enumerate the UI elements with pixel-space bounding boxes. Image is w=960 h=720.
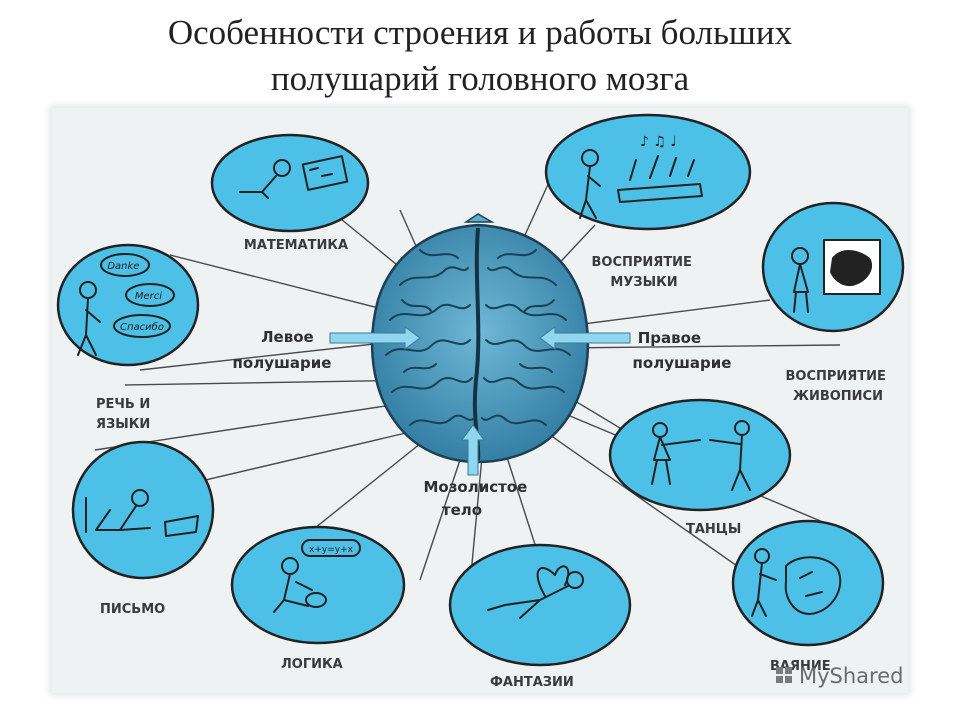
painting-viewer-icon bbox=[791, 247, 809, 313]
logic-label: ЛОГИКА bbox=[281, 657, 343, 672]
painting-frame-icon bbox=[823, 239, 881, 295]
music-notes: ♪ ♫ ♩ bbox=[640, 134, 677, 150]
fantasy-label: ФАНТАЗИИ bbox=[490, 675, 574, 690]
writing-person-icon bbox=[85, 489, 199, 537]
fairy-icon bbox=[487, 565, 584, 619]
watermark: MyShared bbox=[776, 664, 903, 688]
speech-bubble-2 bbox=[125, 283, 175, 307]
math-person-icon bbox=[239, 155, 349, 199]
math-label: МАТЕМАТИКА bbox=[244, 238, 348, 253]
hemisphere-arrows bbox=[329, 326, 631, 476]
svg-text:♪ ♫ ♩: ♪ ♫ ♩ bbox=[640, 134, 677, 150]
writing-circle: ПИСЬМО bbox=[71, 440, 215, 617]
speech-circle: Danke Merci Спасибо РЕЧЬ И ЯЗЫКИ bbox=[56, 243, 200, 432]
music-circle: ♪ ♫ ♩ ВОСПРИЯТИЕ МУЗЫКИ bbox=[544, 113, 752, 290]
painting-circle: ВОСПРИЯТИЕ ЖИВОПИСИ bbox=[761, 201, 905, 404]
slide-title-line1: Особенности строения и работы больших bbox=[167, 13, 793, 52]
dance-label: ТАНЦЫ bbox=[686, 522, 741, 537]
speech-bubble-3 bbox=[113, 314, 171, 338]
watermark-text: MyShared bbox=[799, 664, 903, 688]
speaker-person-icon bbox=[77, 281, 101, 356]
myshared-logo-icon bbox=[776, 667, 792, 683]
sculpture-circle: ВАЯНИЕ bbox=[731, 519, 885, 674]
corpus-callosum-label: Мозолистое тело bbox=[423, 478, 532, 519]
dance-circle: ТАНЦЫ bbox=[608, 398, 792, 537]
left-hemisphere-label: Левое полушарие bbox=[233, 328, 332, 372]
dancers-icon bbox=[651, 420, 751, 491]
speech-bubble-text-1: Danke bbox=[107, 261, 139, 272]
music-label: ВОСПРИЯТИЕ МУЗЫКИ bbox=[592, 255, 697, 290]
speech-label: РЕЧЬ И ЯЗЫКИ bbox=[96, 397, 155, 432]
svg-text:x+y=y+x: x+y=y+x bbox=[309, 545, 354, 555]
speech-bubble-1 bbox=[100, 253, 150, 277]
svg-text:Danke Merci Спасиб: Danke Merci Спасибо bbox=[107, 261, 165, 333]
painting-label: ВОСПРИЯТИЕ ЖИВОПИСИ bbox=[786, 369, 891, 404]
speech-bubble-text-3: Спасибо bbox=[120, 321, 164, 333]
logic-thought-bubble bbox=[301, 539, 361, 557]
math-circle: МАТЕМАТИКА bbox=[210, 133, 370, 253]
fantasy-circle: ФАНТАЗИИ bbox=[448, 543, 632, 690]
sculptor-icon bbox=[751, 548, 842, 617]
musician-person-icon bbox=[579, 149, 601, 219]
thinker-person-icon bbox=[273, 557, 327, 613]
speech-bubble-text-2: Merci bbox=[135, 291, 162, 302]
slide-title: Особенности строения и работы больших по… bbox=[0, 10, 960, 102]
right-hemisphere-label: Правое полушарие bbox=[633, 329, 732, 372]
slide-title-line2: полушарий головного мозга bbox=[270, 59, 690, 98]
orchestra-icon bbox=[617, 155, 703, 203]
writing-label: ПИСЬМО bbox=[100, 602, 165, 617]
logic-bubble-text: x+y=y+x bbox=[309, 545, 354, 555]
logic-circle: x+y=y+x ЛОГИКА bbox=[230, 525, 406, 672]
